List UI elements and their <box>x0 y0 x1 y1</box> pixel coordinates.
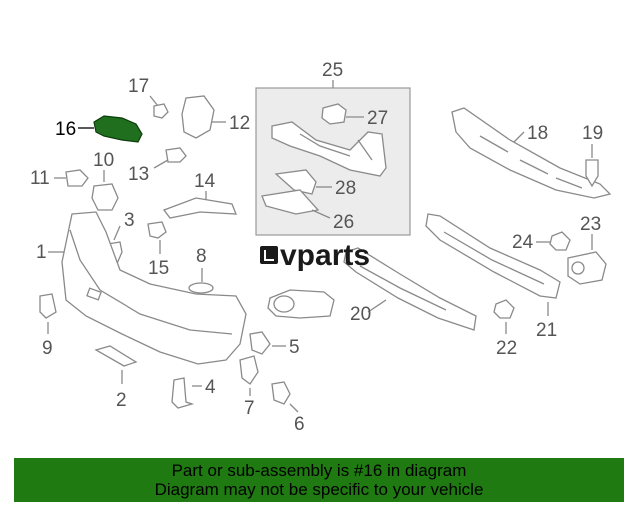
part-17 <box>153 103 169 119</box>
banner-line-1: Part or sub-assembly is #16 in diagram <box>171 461 467 480</box>
label-13: 13 <box>128 164 149 185</box>
label-19: 19 <box>582 123 603 144</box>
label-11: 11 <box>30 168 50 189</box>
label-17: 17 <box>128 76 149 97</box>
label-15: 15 <box>148 258 169 279</box>
watermark-brand: vparts <box>280 239 370 272</box>
part-15 <box>147 221 167 239</box>
part-10 <box>91 183 119 211</box>
part-23 <box>567 251 607 285</box>
label-18: 18 <box>527 123 548 144</box>
part-13 <box>165 147 187 163</box>
part-20 <box>343 247 477 331</box>
part-4 <box>171 377 195 409</box>
label-2: 2 <box>116 390 127 411</box>
label-28: 28 <box>335 178 356 199</box>
part-26 <box>261 189 320 215</box>
label-27: 27 <box>367 108 388 129</box>
label-9: 9 <box>42 338 53 359</box>
label-12: 12 <box>229 113 250 134</box>
part-18 <box>451 107 612 199</box>
label-6: 6 <box>294 414 305 435</box>
label-20: 20 <box>350 304 371 325</box>
part-24 <box>549 231 571 251</box>
part-27 <box>321 103 347 125</box>
part-22 <box>493 299 515 319</box>
lexus-l-logo-icon <box>260 246 278 264</box>
part-21 <box>425 213 561 299</box>
part-2 <box>94 345 138 367</box>
label-26: 26 <box>333 212 354 233</box>
label-4: 4 <box>205 377 216 398</box>
part-8 <box>188 282 214 294</box>
label-3: 3 <box>124 210 135 231</box>
label-25: 25 <box>322 60 343 81</box>
info-banner: Part or sub-assembly is #16 in diagram D… <box>14 458 624 502</box>
label-7: 7 <box>244 398 255 419</box>
banner-line-2: Diagram may not be specific to your vehi… <box>154 480 484 499</box>
label-10: 10 <box>93 150 114 171</box>
label-16: 16 <box>55 119 76 140</box>
part-12 <box>181 95 215 139</box>
label-24: 24 <box>512 232 534 253</box>
label-1: 1 <box>36 242 47 263</box>
parts-diagram: 25 27 28 26 17 16 12 13 10 11 14 3 15 8 <box>30 60 612 435</box>
part-6 <box>271 381 291 405</box>
part-16-highlighted <box>93 115 143 143</box>
label-21: 21 <box>536 320 557 341</box>
part-11 <box>65 169 89 187</box>
part-19 <box>585 159 599 188</box>
label-22: 22 <box>496 338 517 359</box>
part-5 <box>249 331 271 355</box>
label-8: 8 <box>196 246 207 267</box>
part-1-bumper-cover <box>61 211 247 365</box>
label-5: 5 <box>289 337 300 358</box>
label-14: 14 <box>194 171 216 192</box>
part-14 <box>162 197 237 219</box>
part-28 <box>274 169 317 195</box>
part-7 <box>239 355 259 385</box>
part-9 <box>39 293 57 319</box>
watermark-logo: vparts <box>260 239 370 272</box>
label-23: 23 <box>580 214 601 235</box>
